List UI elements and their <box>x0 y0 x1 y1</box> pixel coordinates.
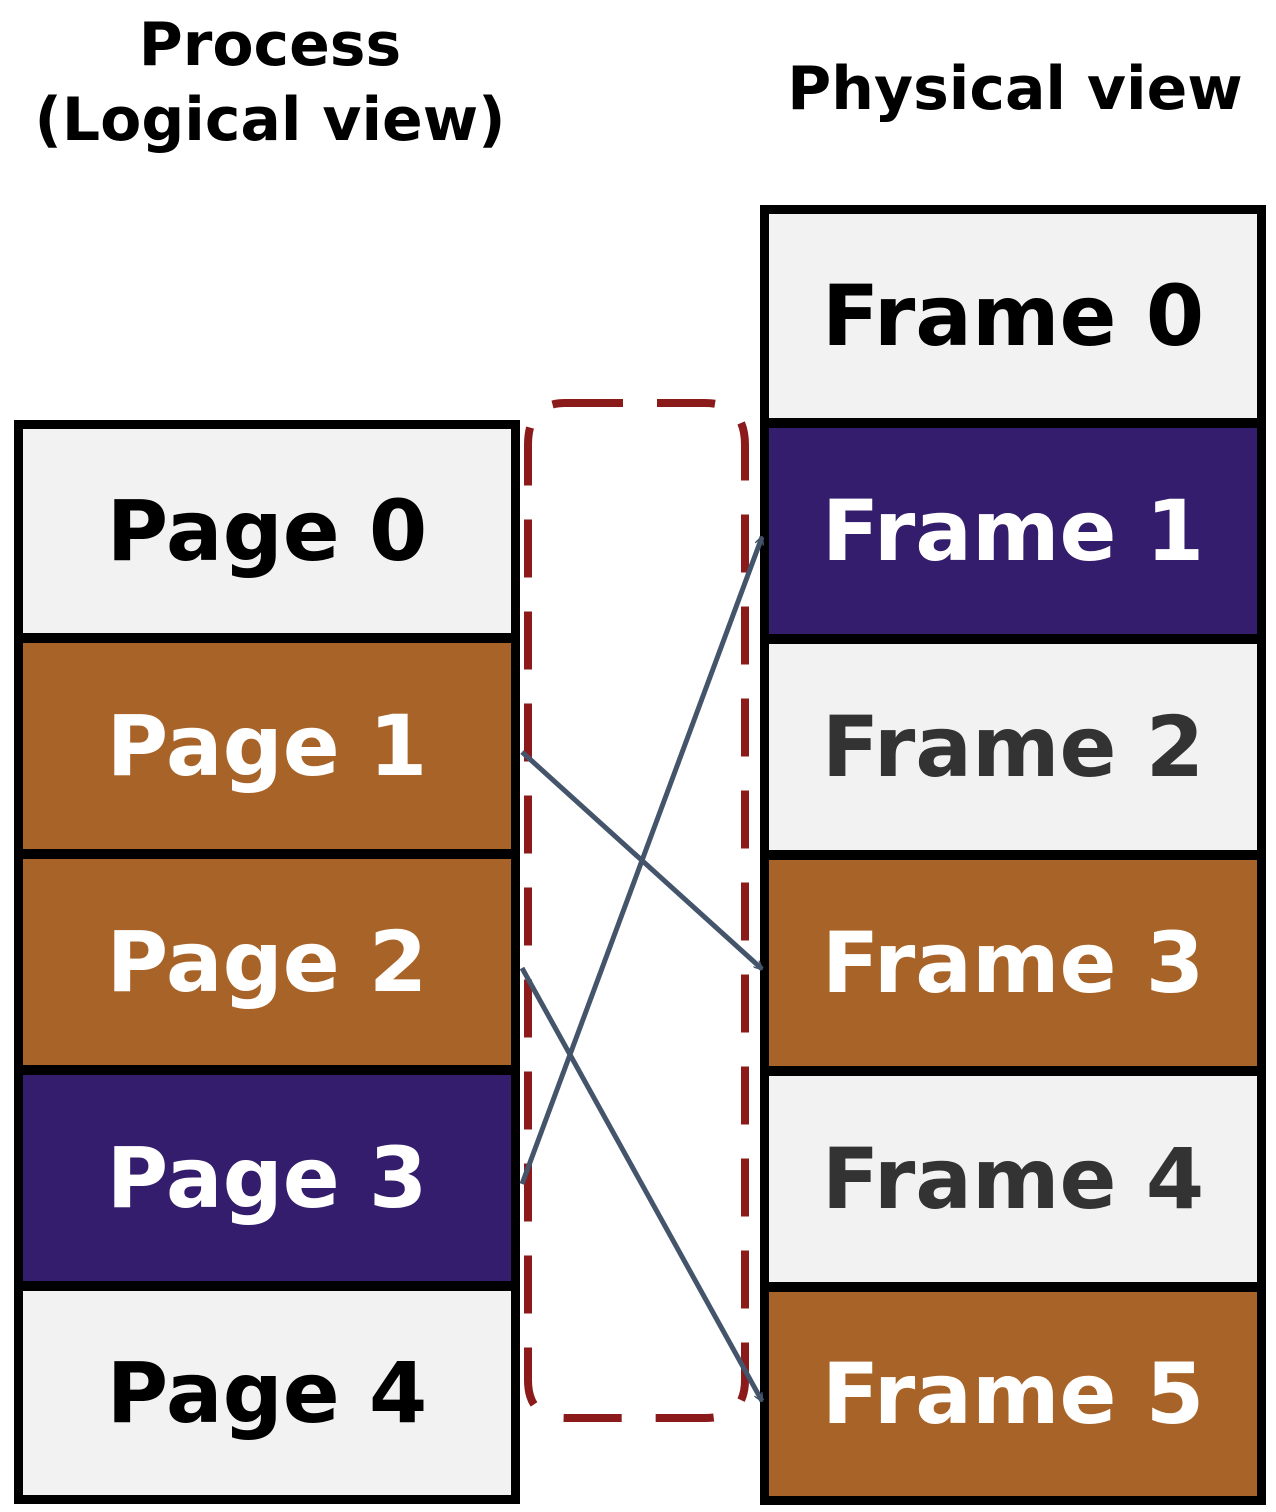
frame-0: Frame 0 <box>760 205 1266 423</box>
frame-2: Frame 2 <box>760 639 1266 855</box>
logical-heading-line1: Process <box>138 10 402 80</box>
physical-view-heading: Physical view <box>787 54 1243 124</box>
page-4: Page 4 <box>14 1286 520 1504</box>
mapping-arrow-page-3-to-frame-1 <box>519 537 765 1185</box>
logical-view-heading: Process (Logical view) <box>10 8 530 158</box>
page-2: Page 2 <box>14 854 520 1070</box>
physical-frame-column: Frame 0 Frame 1 Frame 2 Frame 3 Frame 4 … <box>760 205 1266 1505</box>
page-1: Page 1 <box>14 638 520 854</box>
logical-heading-line2: (Logical view) <box>34 85 506 155</box>
frame-3: Frame 3 <box>760 855 1266 1071</box>
arrow-layer <box>519 537 765 1401</box>
mapping-arrow-page-2-to-frame-5 <box>519 966 765 1401</box>
page-table-outline <box>524 399 749 1422</box>
page-0: Page 0 <box>14 420 520 638</box>
logical-page-column: Page 0 Page 1 Page 2 Page 3 Page 4 <box>14 420 520 1504</box>
page-3: Page 3 <box>14 1070 520 1286</box>
frame-5: Frame 5 <box>760 1287 1266 1505</box>
frame-4: Frame 4 <box>760 1071 1266 1287</box>
frame-1: Frame 1 <box>760 423 1266 639</box>
